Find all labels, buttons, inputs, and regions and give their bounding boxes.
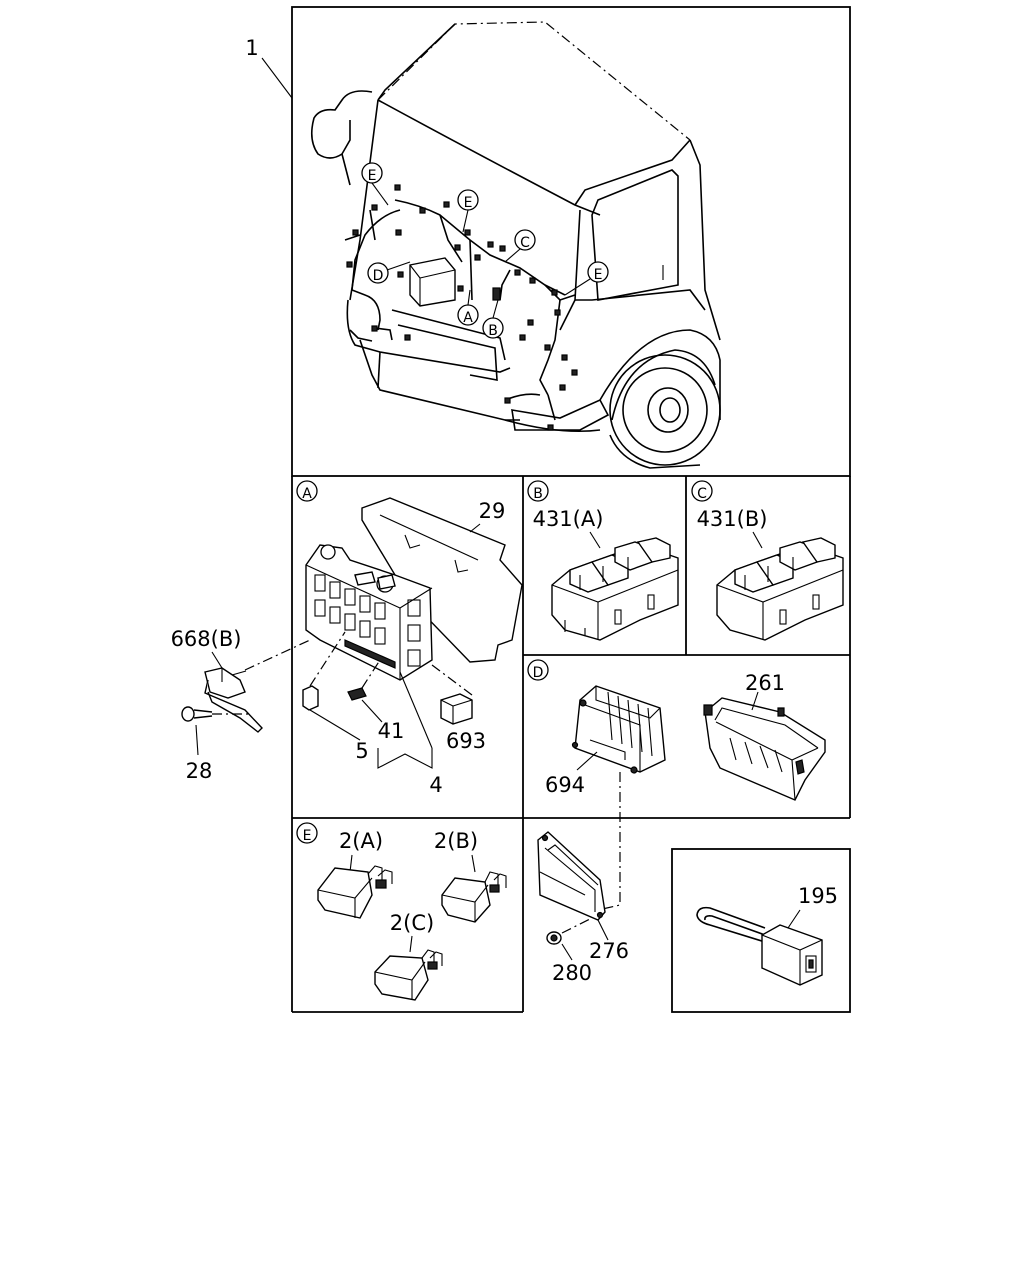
callout-694: 694 [545, 773, 585, 797]
relay-icon [317, 865, 393, 919]
callout-431a: 431(A) [533, 507, 604, 531]
callout-668b: 668(B) [171, 627, 242, 651]
fuse-box-icon [305, 544, 433, 681]
cab-illustration: E E C E D A B 1 [245, 21, 721, 469]
panel-c: C 431(B) [691, 480, 844, 641]
fuse-slots [314, 574, 421, 669]
callout-195: 195 [798, 884, 838, 908]
callout-29: 29 [479, 499, 506, 523]
panel-d-marker: D [533, 665, 544, 681]
panel-e: E 2(A) 2(B) 2(C) [296, 822, 507, 1001]
callout-431b: 431(B) [697, 507, 768, 531]
panel-195: 195 [696, 884, 838, 986]
panel-b: B 431(A) [527, 480, 679, 641]
callout-2b: 2(B) [434, 829, 478, 853]
panel-e-marker: E [303, 828, 312, 844]
panel-a: A 29 [171, 480, 523, 797]
panel-c-marker: C [697, 486, 707, 502]
callout-276: 276 [589, 939, 629, 963]
bolt-icon: 28 [181, 706, 250, 783]
detail-marker-d: D [373, 268, 384, 284]
panel-a-marker: A [302, 486, 312, 502]
detail-marker-e: E [464, 195, 473, 211]
detail-marker-c: C [520, 235, 530, 251]
callout-2c: 2(C) [390, 911, 434, 935]
callout-28: 28 [186, 759, 213, 783]
detail-marker-a: A [463, 310, 473, 326]
tray-261 [703, 697, 826, 801]
nut-icon: 280 [546, 917, 593, 985]
cab-detail-markers: E E C E D A B [361, 162, 609, 339]
callout-1: 1 [245, 36, 258, 60]
callout-280: 280 [552, 961, 592, 985]
cover-276: 276 [537, 772, 629, 963]
relay-block-icon [716, 537, 844, 641]
detail-marker-e: E [594, 267, 603, 283]
callout-2a: 2(A) [339, 829, 383, 853]
relay-icon [374, 949, 443, 1001]
relay-icon [441, 871, 507, 923]
relay-block-icon [551, 537, 679, 641]
callout-261: 261 [745, 671, 785, 695]
relay-693 [431, 664, 473, 725]
control-unit-icon [571, 685, 666, 774]
panel-frames [291, 6, 851, 1013]
panel-d: D 694 261 [527, 659, 826, 801]
bracket-668b: 668(B) [171, 627, 311, 733]
callout-5: 5 [355, 739, 368, 763]
callout-41: 41 [378, 719, 405, 743]
detail-marker-b: B [488, 323, 498, 339]
harness-connectors [346, 184, 578, 431]
callout-693: 693 [446, 729, 486, 753]
callout-4: 4 [429, 773, 442, 797]
panel-b-marker: B [533, 486, 543, 502]
detail-marker-e: E [368, 168, 377, 184]
connector-icon [696, 906, 823, 986]
